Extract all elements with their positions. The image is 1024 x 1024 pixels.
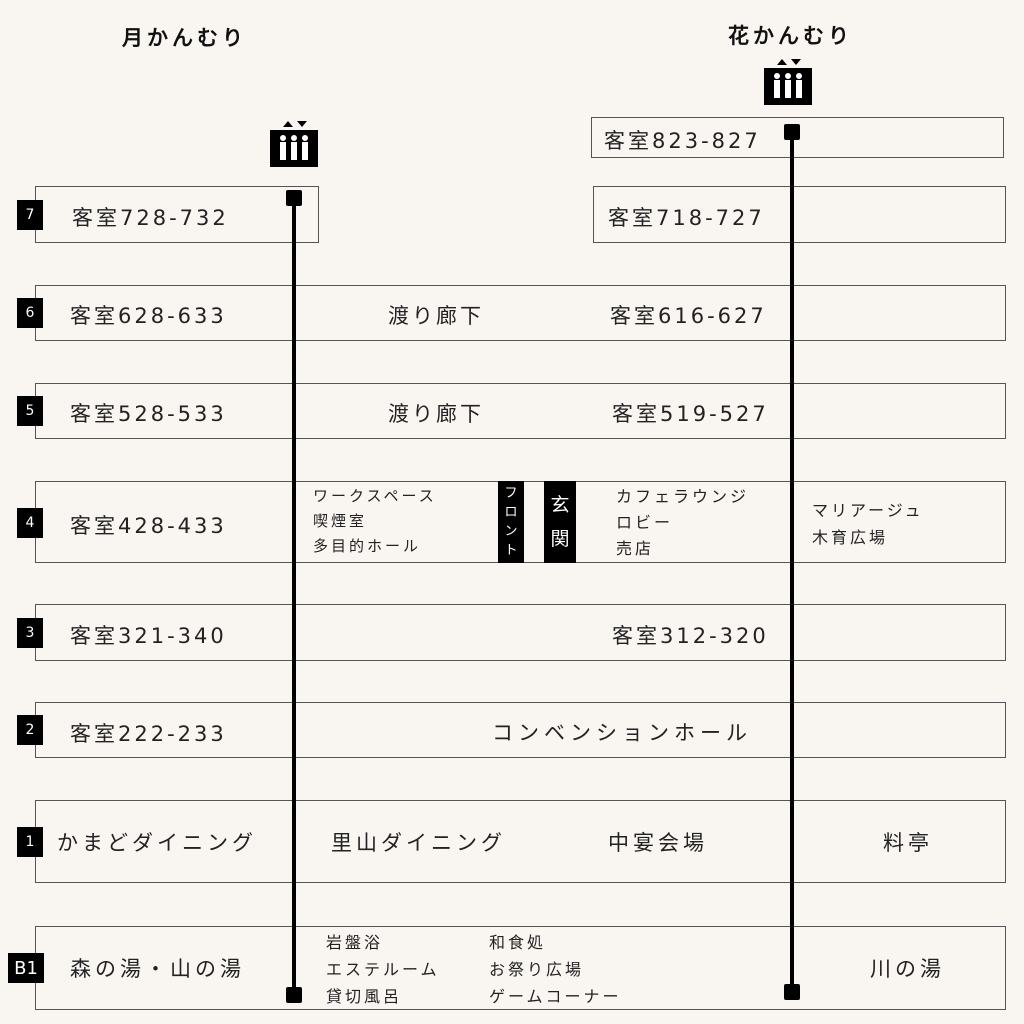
entrance-char: 玄 <box>550 494 570 516</box>
floor-badge-b1: B1 <box>8 953 44 983</box>
rooms-222-233: 客室222-233 <box>70 722 227 746</box>
rooms-312-320: 客室312-320 <box>612 624 769 648</box>
smoking-room: 喫煙室 <box>313 512 368 530</box>
elevator-icon <box>270 121 318 167</box>
floor-6 <box>35 285 1006 341</box>
banquet-hall: 中宴会場 <box>608 831 708 855</box>
multipurpose-hall: 多目的ホール <box>313 537 422 555</box>
b1-facilities-a: 岩盤浴 エステルーム 貸切風呂 <box>326 929 440 1010</box>
game-corner: ゲームコーナー <box>489 987 622 1006</box>
mori-yama-bath: 森の湯・山の湯 <box>70 957 245 981</box>
floor-badge-7: 7 <box>17 200 43 230</box>
ryotei: 料亭 <box>883 831 933 855</box>
convention-hall: コンベンションホール <box>492 721 752 745</box>
shaft-bottom-marker <box>784 984 800 1000</box>
rooms-628-633: 客室628-633 <box>70 304 227 328</box>
japanese-restaurant: 和食処 <box>489 933 547 952</box>
lobby: ロビー <box>616 513 674 532</box>
bedrock-bath: 岩盤浴 <box>326 933 384 952</box>
floor-4-facilities-c: マリアージュ 木育広場 <box>812 497 924 551</box>
b1-facilities-b: 和食処 お祭り広場 ゲームコーナー <box>489 929 622 1010</box>
cafe-lounge: カフェラウンジ <box>616 487 750 506</box>
floor-1 <box>35 800 1006 883</box>
private-bath: 貸切風呂 <box>326 987 403 1006</box>
floor-5 <box>35 383 1006 439</box>
rooms-728-732: 客室728-732 <box>72 206 229 230</box>
building-title-hana: 花かんむり <box>728 24 853 48</box>
floor-7-right <box>593 186 1006 243</box>
corridor-6: 渡り廊下 <box>388 304 484 328</box>
mariage: マリアージュ <box>812 501 924 520</box>
entrance-char: 関 <box>550 528 570 550</box>
workspace: ワークスペース <box>313 487 437 505</box>
front-char: フ <box>504 486 518 501</box>
floor-4-facilities-a: ワークスペース 喫煙室 多目的ホール <box>313 484 437 559</box>
rooms-519-527: 客室519-527 <box>612 402 769 426</box>
rooms-528-533: 客室528-533 <box>70 402 227 426</box>
rooms-321-340: 客室321-340 <box>70 624 227 648</box>
shaft-top-marker <box>784 124 800 140</box>
kamado-dining: かまどダイニング <box>57 831 257 855</box>
building-title-tsuki: 月かんむり <box>122 26 247 50</box>
shaft-bottom-marker <box>286 987 302 1003</box>
floor-4-facilities-b: カフェラウンジ ロビー 売店 <box>616 484 749 562</box>
floor-badge-6: 6 <box>17 298 43 328</box>
floor-7-left <box>35 186 319 243</box>
floor-b1 <box>35 926 1006 1010</box>
floor-badge-5: 5 <box>17 396 43 426</box>
floor-badge-1: 1 <box>17 827 43 857</box>
front-char: ン <box>504 524 518 539</box>
satoyama-dining: 里山ダイニング <box>331 831 506 855</box>
rooms-616-627: 客室616-627 <box>610 304 767 328</box>
rooms-428-433: 客室428-433 <box>70 514 227 538</box>
esthetic-room: エステルーム <box>326 960 440 979</box>
front-char: ロ <box>504 505 518 520</box>
floor-2 <box>35 702 1006 758</box>
front-char: ト <box>504 543 518 558</box>
wood-plaza: 木育広場 <box>812 528 889 547</box>
elevator-shaft-left <box>292 198 296 995</box>
floor-badge-4: 4 <box>17 508 43 538</box>
floor-badge-3: 3 <box>17 618 43 648</box>
corridor-5: 渡り廊下 <box>388 402 484 426</box>
kawa-bath: 川の湯 <box>870 957 945 981</box>
elevator-icon <box>764 59 812 105</box>
elevator-shaft-right <box>790 132 794 992</box>
rooms-718-727: 客室718-727 <box>608 206 765 230</box>
floor-8-right <box>591 117 1004 158</box>
rooms-823-827: 客室823-827 <box>604 129 761 153</box>
shop: 売店 <box>616 539 655 558</box>
entrance-label: 玄関 <box>544 481 576 563</box>
floor-badge-2: 2 <box>17 715 43 745</box>
front-desk-label: フロント <box>498 481 524 563</box>
shaft-top-marker <box>286 190 302 206</box>
festival-plaza: お祭り広場 <box>489 960 585 979</box>
floor-3 <box>35 604 1006 661</box>
